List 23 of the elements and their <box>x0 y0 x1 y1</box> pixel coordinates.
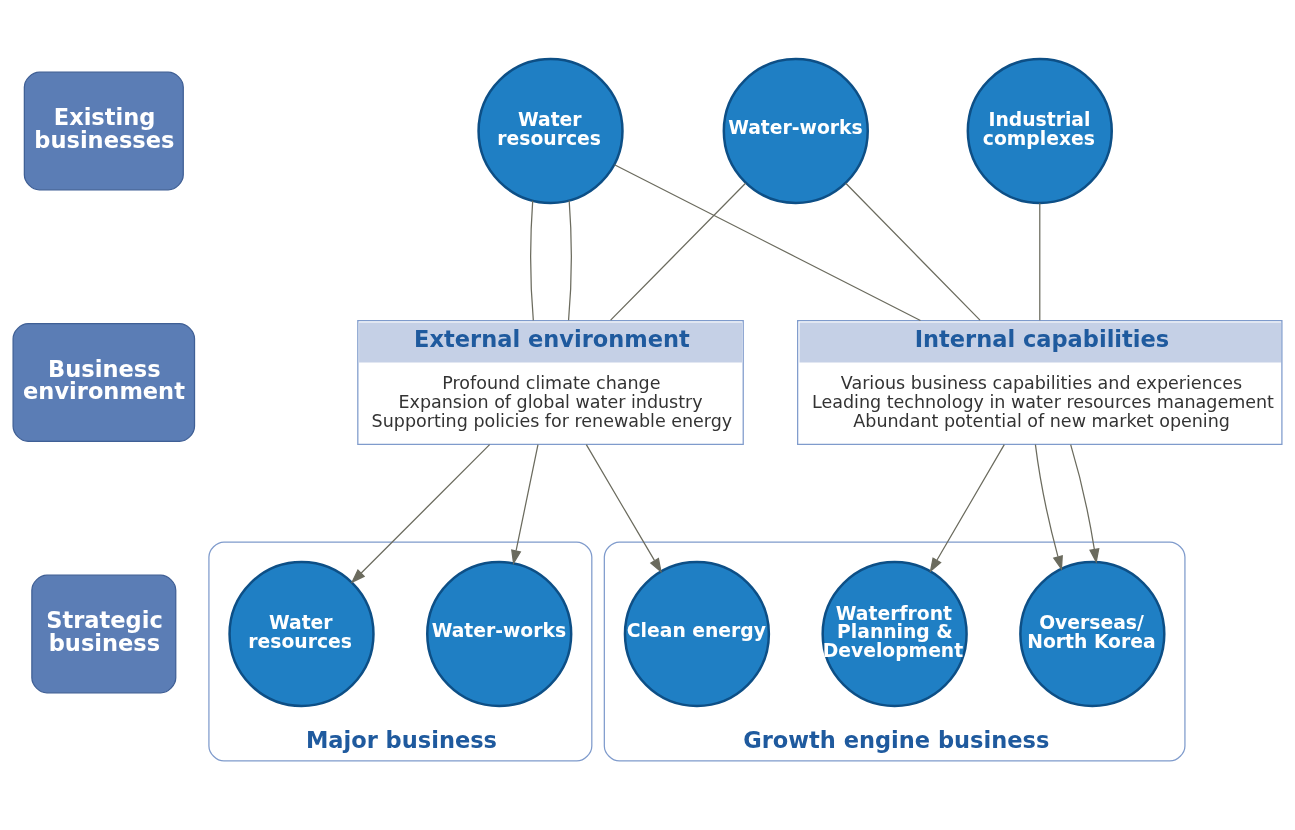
connector <box>1039 202 1041 321</box>
arrow <box>1034 444 1063 571</box>
node-box: Strategic business <box>31 574 177 694</box>
node-circle: Overseas/ North Korea <box>1019 560 1166 708</box>
connector <box>610 182 747 321</box>
arrow <box>1070 444 1100 564</box>
connector <box>567 199 572 321</box>
node-circle: Water resources <box>228 560 375 708</box>
connector <box>530 200 534 321</box>
node-box: Existing businesses <box>23 71 184 191</box>
node-circle: Water-works <box>722 57 869 205</box>
connector <box>613 164 922 322</box>
node-box: Business environment <box>12 323 196 442</box>
node-circle: Water resources <box>477 57 624 205</box>
connector <box>845 182 981 321</box>
arrow <box>350 444 491 584</box>
node-circle: Industrial complexes <box>966 57 1113 205</box>
node-circle: Waterfront Planning & Development <box>821 560 968 708</box>
node-circle: Clean energy <box>623 560 771 708</box>
arrow <box>585 444 662 574</box>
arrow <box>511 444 539 566</box>
node-circle: Water-works <box>426 560 573 708</box>
arrow <box>929 444 1005 573</box>
